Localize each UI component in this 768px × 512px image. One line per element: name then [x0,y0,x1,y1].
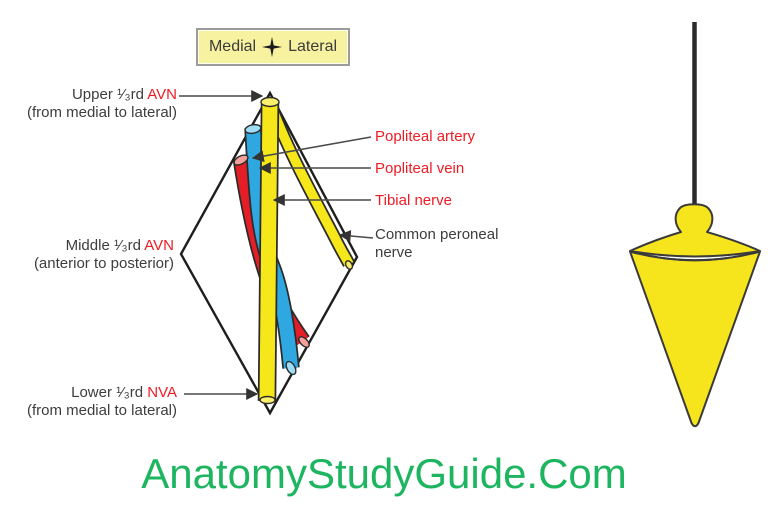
label-lower-third-detail: (from medial to lateral) [26,402,177,419]
label-common-peroneal-nerve: Common peroneal nerve [375,226,499,261]
label-upper-third: Upper ¹⁄₃rd AVN (from medial to lateral) [0,86,177,122]
label-middle-third-detail: (anterior to posterior) [33,255,174,272]
plumb-bob [629,22,761,428]
label-middle-third-line1: Middle ¹⁄₃rd AVN [65,237,174,254]
plumb-bob-rim [629,250,761,262]
common-peroneal-nerve-tube [266,107,355,270]
orientation-legend: Medial Lateral [196,28,350,66]
leader-popliteal-artery [251,136,372,163]
label-upper-third-detail: (from medial to lateral) [26,104,177,121]
label-upper-third-line1: Upper ¹⁄₃rd AVN [71,86,177,103]
plumb-bob-cone [629,250,761,428]
leader-common-peroneal-nerve [338,230,374,242]
plumb-bob-cap [629,203,761,258]
label-middle-third: Middle ¹⁄₃rd AVN (anterior to posterior) [0,237,174,273]
orientation-medial-label: Medial [208,38,257,55]
label-tibial-nerve: Tibial nerve [375,192,452,209]
label-middle-third-abbr: AVN [144,237,174,254]
compass-star-icon [262,36,283,58]
label-lower-third-line1: Lower ¹⁄₃rd NVA [71,384,177,401]
site-watermark: AnatomyStudyGuide.Com [141,450,627,497]
tibial-nerve-tube [257,96,280,405]
label-upper-third-abbr: AVN [147,86,177,103]
popliteal-artery-top-cap [233,154,249,166]
label-popliteal-vein: Popliteal vein [375,160,465,177]
label-popliteal-artery: Popliteal artery [375,128,476,145]
label-lower-third-abbr: NVA [147,384,177,401]
leader-lines [179,90,374,400]
orientation-lateral-label: Lateral [288,38,338,55]
label-lower-third: Lower ¹⁄₃rd NVA (from medial to lateral) [0,384,177,420]
popliteal-fossa-diamond-outline [179,90,359,416]
